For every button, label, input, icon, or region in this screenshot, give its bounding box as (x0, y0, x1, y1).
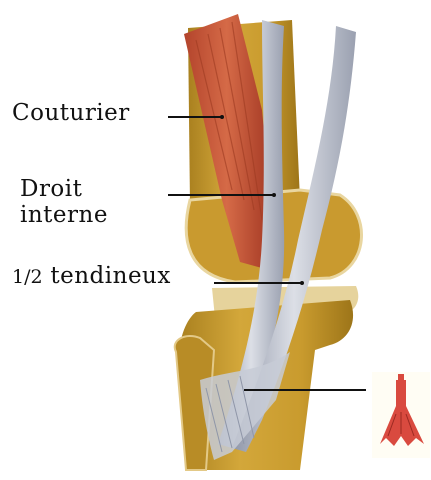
label-couturier: Couturier (12, 100, 130, 126)
label-semitendineux: 1/2 tendineux (12, 263, 171, 289)
label-semi-fraction: 1/2 (12, 266, 43, 288)
label-droit-line1: Droit (20, 176, 108, 202)
label-semi-word: tendineux (50, 263, 170, 289)
goose-foot-icon (372, 372, 430, 458)
label-droit-interne: Droit interne (20, 176, 108, 229)
label-droit-line2: interne (20, 202, 108, 228)
